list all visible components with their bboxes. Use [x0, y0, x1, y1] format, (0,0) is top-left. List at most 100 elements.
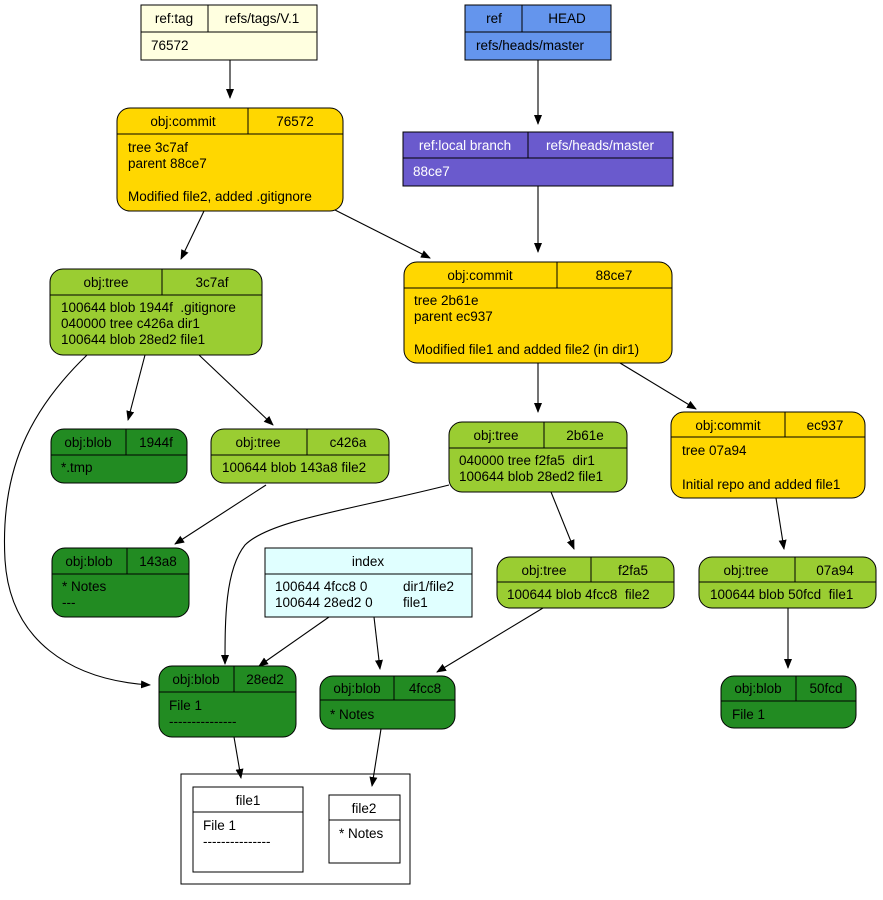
ref-tag-node: ref:tag refs/tags/V.1 76572: [140, 4, 318, 61]
edge-tree-2b61e-to-blob-28ed2: [221, 484, 450, 665]
blob-1944f-node: obj:blob 1944f *.tmp: [50, 428, 188, 484]
ref-tag-id: refs/tags/V.1: [225, 11, 300, 26]
file1-title: file1: [236, 793, 261, 808]
tree-07a94-type: obj:tree: [723, 563, 768, 578]
ref-head-type: ref: [486, 11, 502, 26]
commit-76572-type: obj:commit: [150, 114, 216, 129]
blob-28ed2-id: 28ed2: [246, 672, 284, 687]
edge-commit-88ce7-to-commit-ec937: [619, 362, 697, 410]
ref-head-node: ref HEAD refs/heads/master: [464, 4, 612, 61]
file2-title: file2: [352, 801, 377, 816]
edge-index-to-blob-4fcc8: [373, 616, 383, 670]
blob-50fcd-id: 50fcd: [809, 681, 842, 696]
index-entry-1: 100644 4fcc8 0: [275, 579, 367, 594]
ref-head-id: HEAD: [548, 11, 586, 26]
commit-ec937-node: obj:commit ec937 tree 07a94 Initial repo…: [670, 411, 866, 499]
commit-ec937-id: ec937: [807, 418, 844, 433]
ref-tag-type: ref:tag: [155, 11, 193, 26]
edge-tree-3c7af-to-blob-1944f: [126, 354, 146, 421]
blob-50fcd-node: obj:blob 50fcd File 1: [720, 675, 857, 729]
edge-tree-3c7af-to-tree-c426a: [198, 354, 274, 426]
tree-3c7af-id: 3c7af: [195, 275, 228, 290]
tree-c426a-entry-1: 100644 blob 143a8 file2: [222, 460, 366, 475]
blob-28ed2-node: obj:blob 28ed2 File 1 ---------------: [158, 665, 297, 738]
edge-tree-3c7af-to-blob-28ed2: [3, 354, 151, 689]
working-directory: file1 File 1 --------------- file2 * Not…: [180, 773, 411, 885]
file1-content-2: ---------------: [203, 834, 270, 849]
blob-143a8-node: obj:blob 143a8 * Notes ---: [51, 547, 190, 618]
index-title: index: [352, 554, 385, 569]
commit-88ce7-id: 88ce7: [596, 268, 633, 283]
edge-index-to-blob-28ed2: [258, 616, 330, 667]
local-branch-node: ref:local branch refs/heads/master 88ce7: [402, 131, 674, 187]
tree-f2fa5-id: f2fa5: [618, 563, 648, 578]
index-node: index 100644 4fcc8 0 dir1/file2 100644 2…: [264, 547, 473, 618]
tree-c426a-node: obj:tree c426a 100644 blob 143a8 file2: [210, 428, 390, 484]
blob-143a8-content-1: * Notes: [62, 579, 107, 594]
tree-2b61e-node: obj:tree 2b61e 040000 tree f2fa5 dir1 10…: [448, 421, 628, 493]
blob-28ed2-content-2: ---------------: [169, 714, 236, 729]
commit-88ce7-message: Modified file1 and added file2 (in dir1): [414, 342, 639, 357]
ref-tag-target: 76572: [151, 38, 189, 53]
blob-143a8-content-2: ---: [62, 595, 76, 610]
tree-2b61e-id: 2b61e: [566, 428, 604, 443]
blob-143a8-type: obj:blob: [65, 554, 112, 569]
file1-content-1: File 1: [203, 818, 236, 833]
blob-143a8-id: 143a8: [139, 554, 177, 569]
tree-f2fa5-node: obj:tree f2fa5 100644 blob 4fcc8 file2: [496, 556, 675, 609]
commit-ec937-message: Initial repo and added file1: [682, 477, 840, 492]
local-branch-type: ref:local branch: [419, 138, 511, 153]
tree-07a94-id: 07a94: [816, 563, 854, 578]
blob-4fcc8-id: 4fcc8: [409, 681, 441, 696]
ref-head-target: refs/heads/master: [476, 38, 585, 53]
commit-76572-node: obj:commit 76572 tree 3c7af parent 88ce7…: [116, 107, 344, 212]
commit-76572-message: Modified file2, added .gitignore: [128, 189, 312, 204]
blob-50fcd-content-1: File 1: [732, 707, 765, 722]
blob-4fcc8-content-1: * Notes: [330, 707, 375, 722]
index-path-2: file1: [403, 595, 428, 610]
tree-2b61e-entry-1: 040000 tree f2fa5 dir1: [459, 453, 595, 468]
edge-commit-ec937-to-tree-07a94: [775, 497, 787, 550]
blob-28ed2-content-1: File 1: [169, 698, 202, 713]
blob-1944f-content-1: *.tmp: [61, 460, 93, 475]
blob-4fcc8-type: obj:blob: [333, 681, 380, 696]
file1-node: file1 File 1 ---------------: [192, 786, 304, 873]
edge-commit-76572-to-commit-88ce7: [334, 209, 431, 259]
tree-c426a-type: obj:tree: [235, 435, 280, 450]
blob-1944f-type: obj:blob: [64, 435, 111, 450]
edge-commit-76572-to-tree-3c7af: [180, 210, 205, 260]
blob-50fcd-type: obj:blob: [734, 681, 781, 696]
tree-3c7af-entry-2: 040000 tree c426a dir1: [61, 316, 200, 331]
index-entry-2: 100644 28ed2 0: [275, 595, 373, 610]
commit-76572-tree: tree 3c7af: [128, 140, 188, 155]
local-branch-id: refs/heads/master: [546, 138, 655, 153]
edge-blob-28ed2-to-file1: [233, 736, 244, 779]
tree-f2fa5-type: obj:tree: [521, 563, 566, 578]
commit-76572-parent: parent 88ce7: [128, 156, 207, 171]
tree-f2fa5-entry-1: 100644 blob 4fcc8 file2: [507, 587, 650, 602]
edges: [3, 60, 792, 787]
tree-3c7af-entry-1: 100644 blob 1944f .gitignore: [61, 300, 236, 315]
edge-blob-4fcc8-to-file2: [369, 728, 382, 787]
edge-tree-2b61e-to-tree-f2fa5: [550, 491, 575, 550]
blob-28ed2-type: obj:blob: [172, 672, 219, 687]
commit-ec937-type: obj:commit: [695, 418, 761, 433]
local-branch-target: 88ce7: [413, 164, 450, 179]
edge-tree-c426a-to-blob-143a8: [174, 484, 267, 545]
blob-1944f-id: 1944f: [139, 435, 173, 450]
file2-node: file2 * Notes: [328, 794, 401, 864]
commit-88ce7-parent: parent ec937: [414, 309, 493, 324]
tree-3c7af-entry-3: 100644 blob 28ed2 file1: [61, 332, 205, 347]
file2-content-1: * Notes: [339, 826, 384, 841]
commit-76572-id: 76572: [276, 114, 314, 129]
tree-07a94-entry-1: 100644 blob 50fcd file1: [710, 587, 853, 602]
blob-4fcc8-node: obj:blob 4fcc8 * Notes: [319, 675, 456, 730]
tree-3c7af-node: obj:tree 3c7af 100644 blob 1944f .gitign…: [49, 268, 263, 356]
tree-2b61e-entry-2: 100644 blob 28ed2 file1: [459, 469, 603, 484]
tree-3c7af-type: obj:tree: [83, 275, 128, 290]
tree-2b61e-type: obj:tree: [473, 428, 518, 443]
tree-07a94-node: obj:tree 07a94 100644 blob 50fcd file1: [698, 556, 877, 609]
tree-c426a-id: c426a: [330, 435, 367, 450]
commit-88ce7-type: obj:commit: [447, 268, 513, 283]
